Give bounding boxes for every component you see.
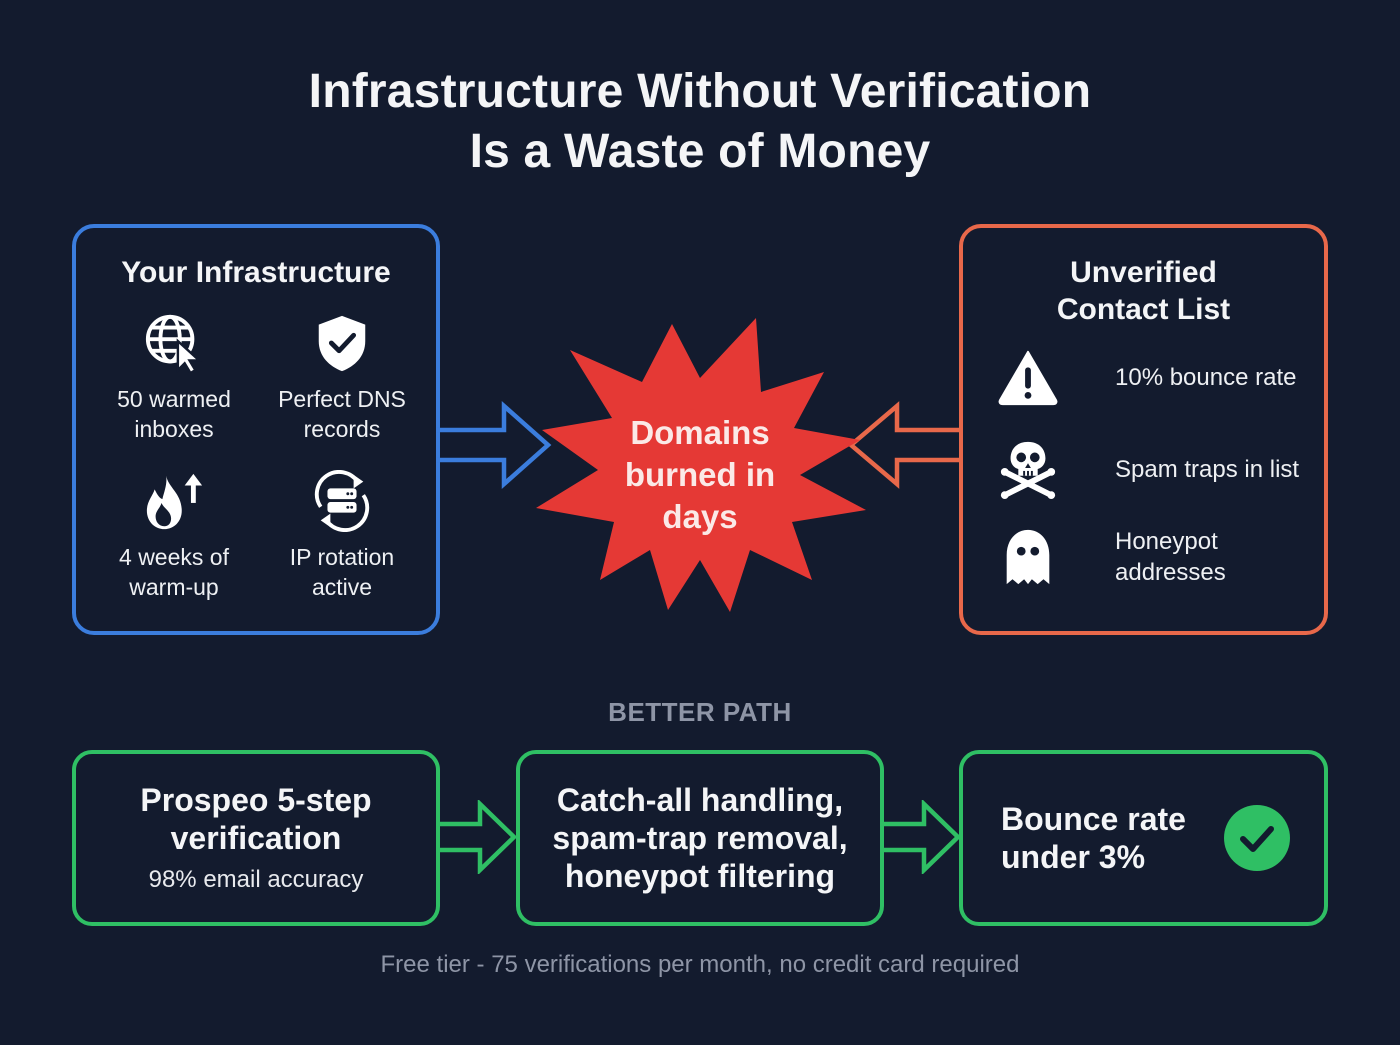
infrastructure-item-warmup: 4 weeks of warm-up bbox=[84, 470, 264, 602]
contact-risk-honeypot: Honeypot addresses bbox=[997, 526, 1317, 588]
infrastructure-title: Your Infrastructure bbox=[121, 256, 391, 289]
contact-list-title: Unverified Contact List bbox=[1056, 256, 1231, 326]
infrastructure-item-label: Perfect DNS records bbox=[278, 386, 406, 442]
warning-icon bbox=[998, 350, 1058, 406]
footer-note: Free tier - 75 verifications per month, … bbox=[380, 951, 1020, 978]
step-subtitle: 98% email accuracy bbox=[148, 866, 364, 893]
flame-up-icon bbox=[146, 473, 203, 530]
step-arrow-icon bbox=[436, 800, 518, 874]
better-path-label: BETTER PATH bbox=[608, 697, 792, 727]
contact-risk-label: Spam traps in list bbox=[1115, 455, 1300, 483]
infrastructure-item-dns: Perfect DNS records bbox=[252, 312, 432, 444]
contact-list-card: Unverified Contact List 10% bounce rate … bbox=[959, 224, 1328, 635]
step-title: Bounce rate under 3% bbox=[1001, 801, 1186, 875]
title-line-1: Infrastructure Without Verification bbox=[308, 65, 1092, 118]
step-filtering: Catch-all handling, spam-trap removal, h… bbox=[516, 750, 884, 926]
step-title: Catch-all handling, spam-trap removal, h… bbox=[552, 782, 848, 894]
infrastructure-item-label: 50 warmed inboxes bbox=[117, 386, 231, 442]
infrastructure-arrow-icon bbox=[436, 400, 552, 490]
infrastructure-item-ip-rotation: IP rotation active bbox=[252, 470, 432, 602]
contact-risk-spam-traps: Spam traps in list bbox=[997, 438, 1317, 500]
step-arrow-icon bbox=[880, 800, 962, 874]
ghost-icon bbox=[1006, 529, 1050, 585]
contact-risk-label: Honeypot addresses bbox=[1115, 528, 1226, 586]
step-title: Prospeo 5-step verification bbox=[140, 782, 372, 856]
step-verification: Prospeo 5-step verification 98% email ac… bbox=[72, 750, 440, 926]
infrastructure-item-label: IP rotation active bbox=[289, 544, 395, 600]
check-circle-icon bbox=[1224, 805, 1290, 871]
skull-crossbones-icon bbox=[1000, 441, 1056, 500]
contact-risk-label: 10% bounce rate bbox=[1115, 363, 1297, 391]
globe-cursor-icon bbox=[145, 314, 203, 374]
contact-risk-bounce: 10% bounce rate bbox=[997, 346, 1317, 408]
infrastructure-card: Your Infrastructure 50 warmed inboxes bbox=[72, 224, 440, 635]
server-rotate-icon bbox=[314, 470, 370, 532]
page-title: Infrastructure Without Verification Is a… bbox=[0, 62, 1400, 182]
infrastructure-item-label: 4 weeks of warm-up bbox=[119, 544, 229, 600]
title-line-2: Is a Waste of Money bbox=[469, 125, 931, 178]
infrastructure-item-inboxes: 50 warmed inboxes bbox=[84, 312, 264, 444]
explosion-burst-icon bbox=[536, 318, 866, 612]
shield-check-icon bbox=[318, 315, 366, 372]
step-result: Bounce rate under 3% bbox=[959, 750, 1328, 926]
outcome-text: Domains burned in days bbox=[624, 414, 776, 535]
